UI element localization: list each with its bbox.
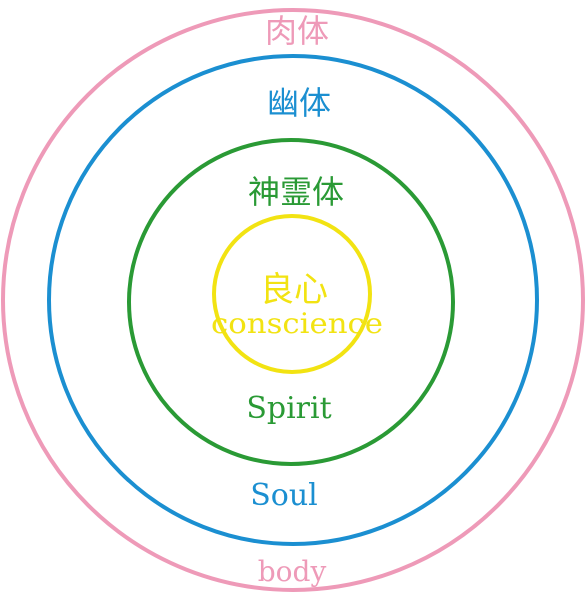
conscience-label-jp: 良心 [260,270,328,310]
soul-label-en: Soul [250,478,318,513]
body-label-jp: 肉体 [265,12,329,50]
soul-label-jp: 幽体 [267,84,331,122]
soul-ring [47,54,539,546]
body-label-en: body [258,555,327,588]
spirit-ring [127,138,455,466]
spirit-label-jp: 神霊体 [248,173,344,211]
body-ring [1,8,585,592]
spirit-label-en: Spirit [246,391,331,426]
conscience-label-en: conscience [211,307,383,340]
conscience-ring [212,214,372,374]
